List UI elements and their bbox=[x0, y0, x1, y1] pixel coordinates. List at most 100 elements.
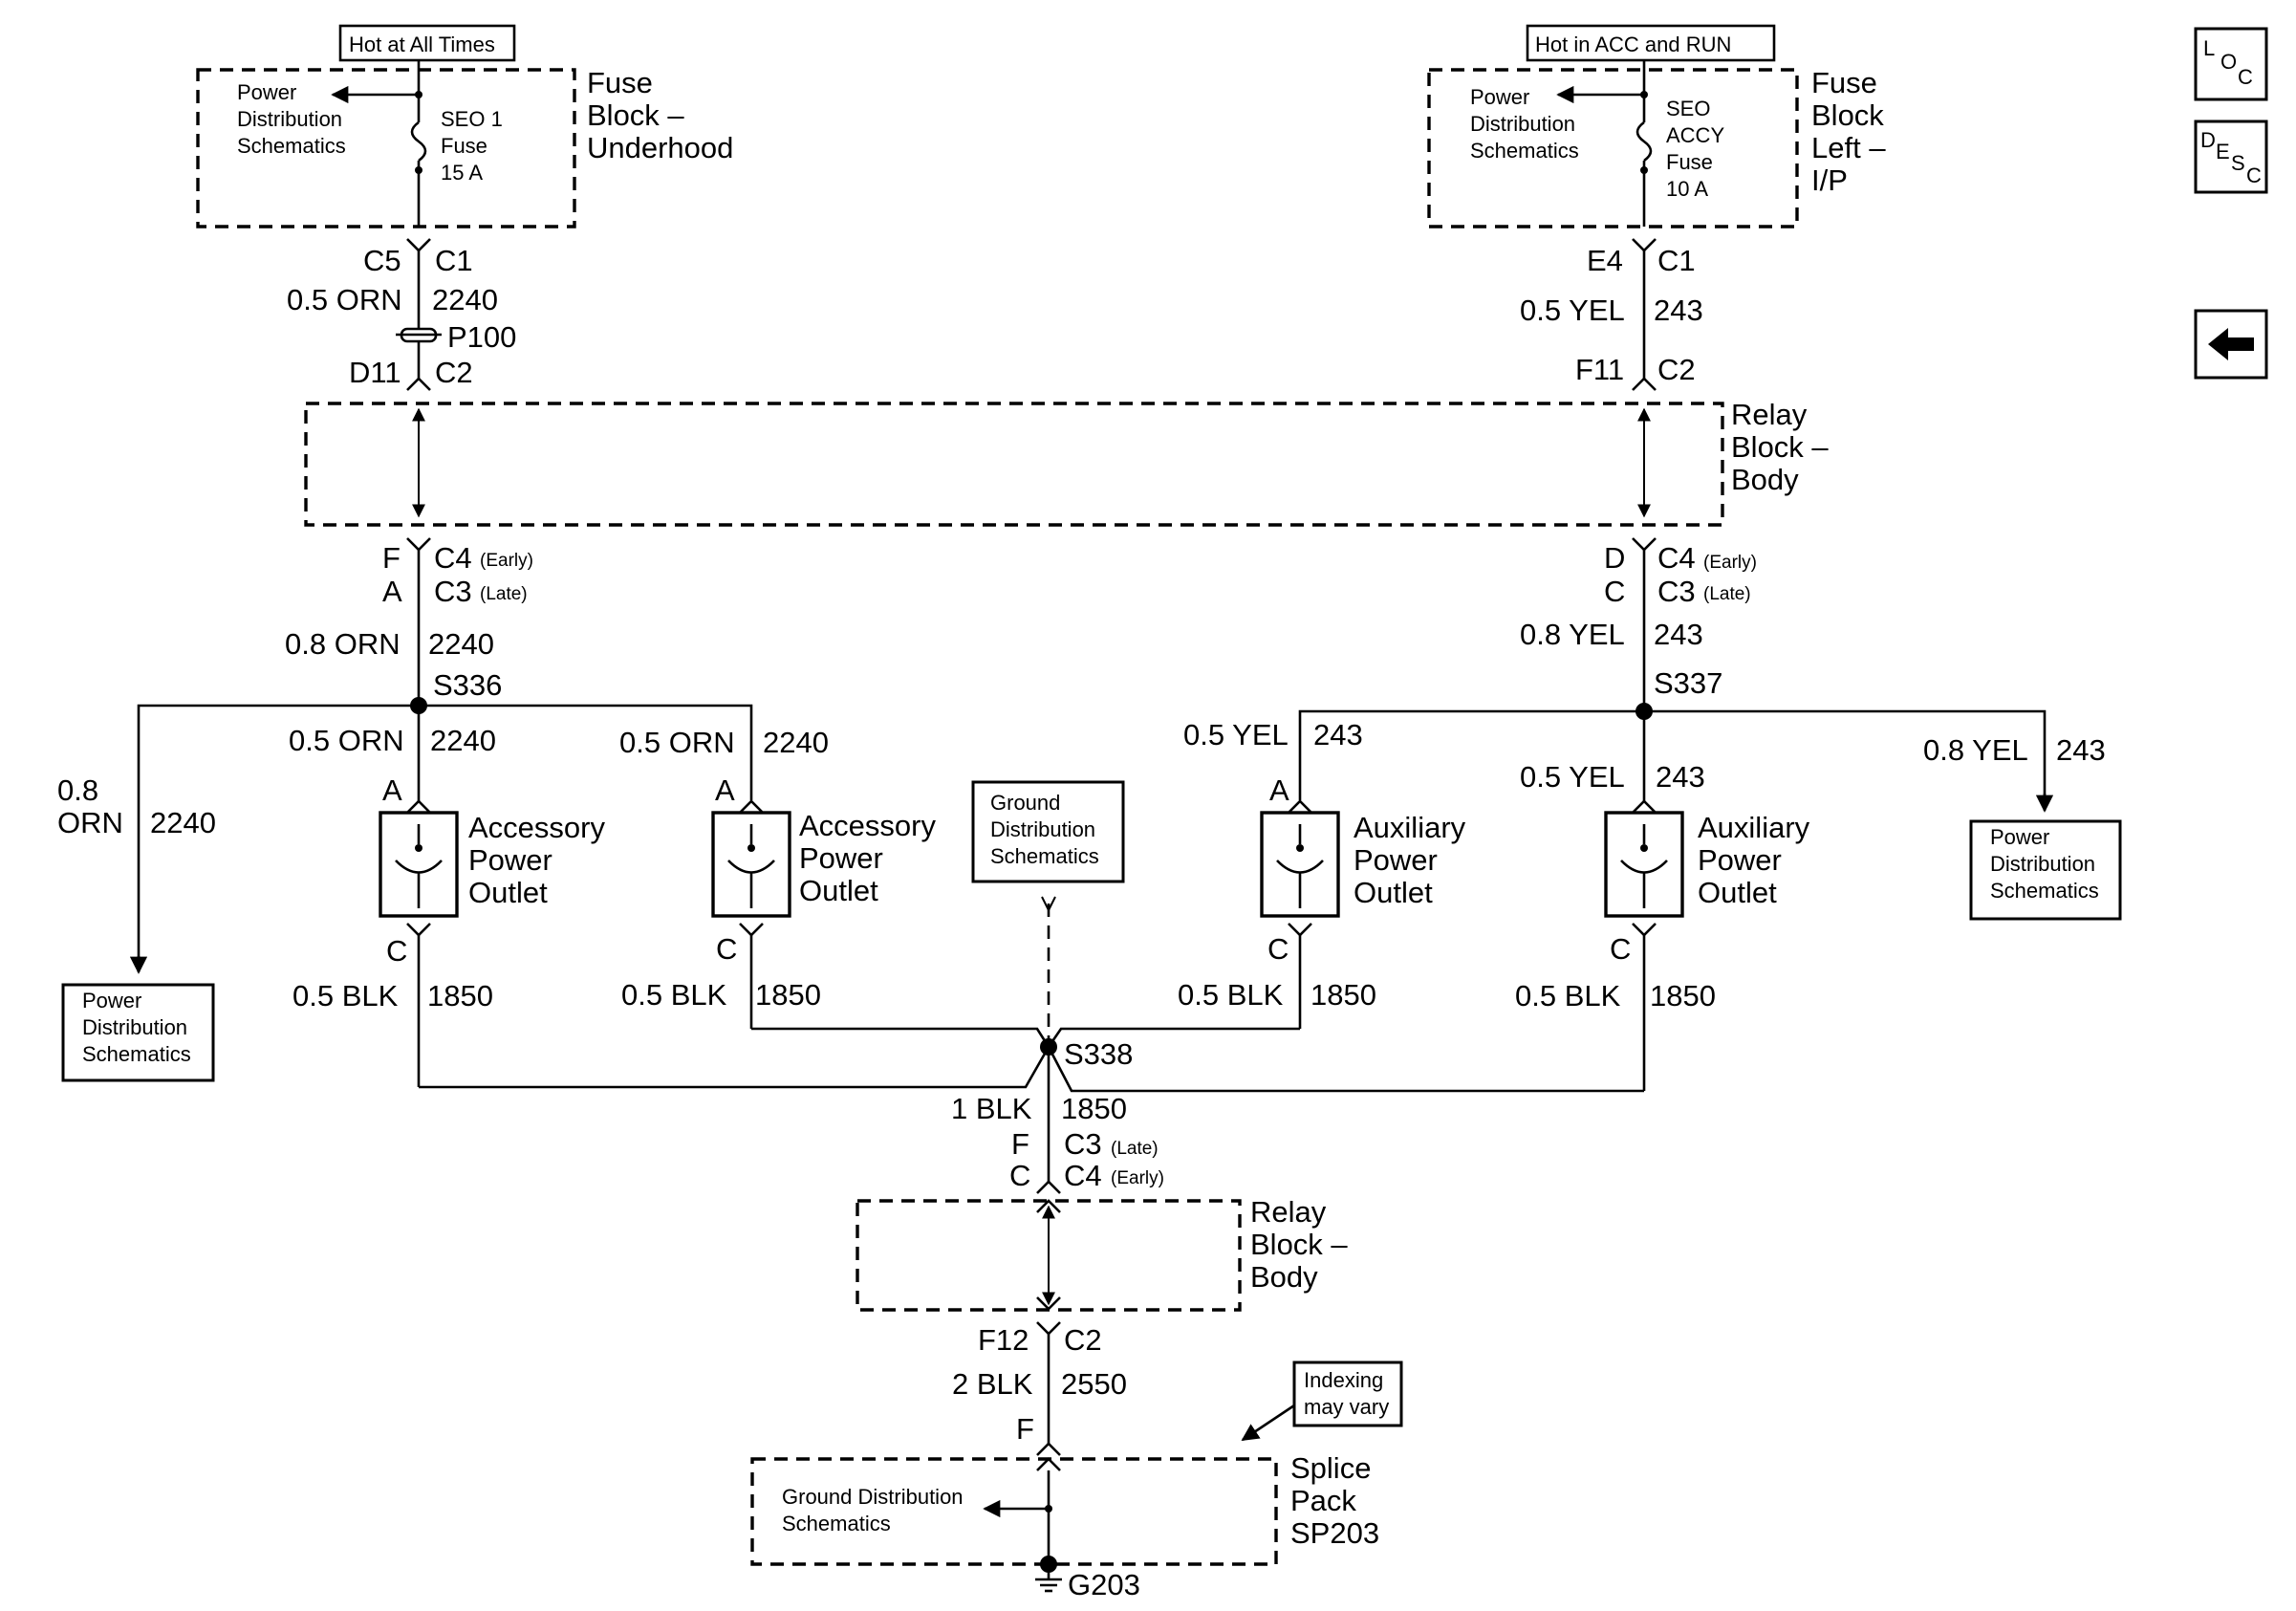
ground-return-path: 1 BLK 1850 F C3 (Late) C C4 (Early) bbox=[951, 1047, 1164, 1194]
svg-text:D: D bbox=[2200, 128, 2216, 152]
svg-text:2550: 2550 bbox=[1061, 1367, 1127, 1401]
ground-g203-dot bbox=[1040, 1556, 1057, 1573]
svg-text:0.8: 0.8 bbox=[57, 773, 98, 807]
svg-text:C2: C2 bbox=[435, 356, 473, 389]
svg-text:0.5 BLK: 0.5 BLK bbox=[1515, 979, 1621, 1012]
svg-text:ACCY: ACCY bbox=[1666, 123, 1724, 147]
back-button[interactable] bbox=[2194, 309, 2268, 380]
svg-text:SEO 1: SEO 1 bbox=[441, 107, 503, 131]
svg-text:C: C bbox=[1610, 932, 1631, 966]
svg-text:Schematics: Schematics bbox=[782, 1512, 891, 1535]
svg-text:2240: 2240 bbox=[428, 627, 494, 661]
svg-text:Pack: Pack bbox=[1290, 1484, 1356, 1517]
svg-text:243: 243 bbox=[2056, 733, 2106, 767]
svg-text:2 BLK: 2 BLK bbox=[952, 1367, 1033, 1401]
svg-text:Distribution: Distribution bbox=[990, 817, 1095, 841]
svg-text:Fuse: Fuse bbox=[441, 134, 487, 158]
svg-text:Distribution: Distribution bbox=[1470, 112, 1575, 136]
svg-text:C2: C2 bbox=[1064, 1323, 1102, 1357]
svg-text:P100: P100 bbox=[447, 320, 516, 354]
svg-text:1 BLK: 1 BLK bbox=[951, 1092, 1032, 1125]
svg-text:Relay: Relay bbox=[1731, 398, 1808, 431]
fuse-block-left-ip: Power Distribution Schematics SEO ACCY F… bbox=[1427, 60, 1886, 229]
svg-text:Left –: Left – bbox=[1811, 131, 1886, 164]
svg-text:C3: C3 bbox=[1657, 575, 1696, 608]
svg-text:(Late): (Late) bbox=[1111, 1139, 1159, 1159]
splice-pack-sp203: Ground Distribution Schematics Splice Pa… bbox=[750, 1451, 1379, 1601]
svg-text:Power: Power bbox=[1698, 843, 1782, 877]
svg-text:(Early): (Early) bbox=[480, 551, 533, 571]
left-arrow-icon bbox=[2208, 328, 2254, 360]
svg-text:C1: C1 bbox=[435, 244, 473, 277]
svg-text:ORN: ORN bbox=[57, 806, 123, 839]
svg-text:Fuse: Fuse bbox=[1811, 66, 1877, 99]
svg-text:I/P: I/P bbox=[1811, 163, 1848, 197]
svg-text:2240: 2240 bbox=[150, 806, 216, 839]
fuse-icon bbox=[1635, 120, 1653, 163]
svg-text:1850: 1850 bbox=[1061, 1092, 1127, 1125]
svg-text:Power: Power bbox=[1470, 85, 1529, 109]
loc-button[interactable]: L O C bbox=[2194, 27, 2268, 101]
svg-text:0.5 YEL: 0.5 YEL bbox=[1520, 760, 1625, 794]
left-branch-bus: 0.8 ORN 2240 Power Distribution Schemati… bbox=[57, 704, 753, 1082]
svg-text:Block –: Block – bbox=[587, 98, 684, 132]
svg-text:D11: D11 bbox=[349, 356, 401, 389]
svg-text:may vary: may vary bbox=[1304, 1395, 1389, 1419]
svg-text:S336: S336 bbox=[433, 668, 502, 702]
svg-text:C: C bbox=[386, 934, 407, 968]
svg-text:Power: Power bbox=[468, 843, 552, 877]
svg-text:C4: C4 bbox=[434, 541, 472, 575]
svg-text:Power: Power bbox=[1990, 825, 2049, 849]
svg-text:Auxiliary: Auxiliary bbox=[1698, 811, 1810, 844]
right-branch-bus: 0.8 YEL 243 Power Distribution Schematic… bbox=[1298, 709, 2122, 921]
svg-text:Accessory: Accessory bbox=[468, 811, 605, 844]
svg-text:Fuse: Fuse bbox=[1666, 150, 1713, 174]
svg-text:10 A: 10 A bbox=[1666, 177, 1708, 201]
svg-text:243: 243 bbox=[1313, 718, 1363, 751]
svg-text:Schematics: Schematics bbox=[1470, 139, 1579, 163]
desc-button[interactable]: D E S C bbox=[2194, 120, 2268, 194]
svg-text:Distribution: Distribution bbox=[237, 107, 342, 131]
svg-text:0.5 ORN: 0.5 ORN bbox=[619, 726, 735, 759]
svg-text:Body: Body bbox=[1731, 463, 1799, 496]
svg-text:Power: Power bbox=[799, 841, 883, 875]
svg-text:C: C bbox=[2238, 65, 2253, 89]
svg-text:Schematics: Schematics bbox=[990, 844, 1099, 868]
svg-text:Power: Power bbox=[1354, 843, 1438, 877]
svg-text:1850: 1850 bbox=[755, 978, 821, 1012]
hot-in-acc-run-label: Hot in ACC and RUN bbox=[1526, 24, 1776, 62]
svg-text:(Early): (Early) bbox=[1703, 553, 1757, 573]
svg-text:C4: C4 bbox=[1657, 541, 1696, 575]
svg-text:D: D bbox=[1604, 541, 1625, 575]
svg-text:F: F bbox=[1016, 1412, 1034, 1446]
svg-text:2240: 2240 bbox=[430, 724, 496, 757]
svg-text:C1: C1 bbox=[1657, 244, 1696, 277]
ground-wire-2550: F12 C2 2 BLK 2550 F bbox=[952, 1321, 1127, 1456]
svg-text:Hot at All Times: Hot at All Times bbox=[349, 33, 495, 56]
svg-text:243: 243 bbox=[1656, 760, 1705, 794]
svg-text:L: L bbox=[2203, 36, 2215, 60]
left-mid-wire: F C4 (Early) A C3 (Late) 0.8 ORN 2240 S3… bbox=[285, 537, 533, 714]
svg-text:C: C bbox=[1604, 575, 1625, 608]
svg-text:SP203: SP203 bbox=[1290, 1516, 1379, 1550]
svg-text:0.5 ORN: 0.5 ORN bbox=[289, 724, 404, 757]
svg-text:C5: C5 bbox=[363, 244, 401, 277]
svg-text:0.8 YEL: 0.8 YEL bbox=[1923, 733, 2028, 767]
fuse-block-underhood: Power Distribution Schematics SEO 1 Fuse… bbox=[196, 60, 733, 229]
svg-text:F12: F12 bbox=[978, 1323, 1029, 1357]
svg-text:1850: 1850 bbox=[1650, 979, 1716, 1012]
svg-text:15 A: 15 A bbox=[441, 161, 483, 185]
svg-text:Block: Block bbox=[1811, 98, 1884, 132]
right-mid-wire: D C4 (Early) C C3 (Late) 0.8 YEL 243 S33… bbox=[1520, 537, 1757, 720]
ground-icon bbox=[1035, 1573, 1062, 1593]
svg-text:C4: C4 bbox=[1064, 1159, 1102, 1192]
svg-text:S338: S338 bbox=[1064, 1037, 1133, 1071]
svg-text:A: A bbox=[382, 773, 402, 807]
svg-text:Schematics: Schematics bbox=[237, 134, 346, 158]
svg-text:0.5 BLK: 0.5 BLK bbox=[621, 978, 727, 1012]
svg-text:1850: 1850 bbox=[427, 979, 493, 1012]
svg-text:C2: C2 bbox=[1657, 353, 1696, 386]
svg-text:Block –: Block – bbox=[1250, 1228, 1348, 1261]
svg-text:Power: Power bbox=[82, 989, 141, 1012]
svg-text:0.5 YEL: 0.5 YEL bbox=[1183, 718, 1289, 751]
